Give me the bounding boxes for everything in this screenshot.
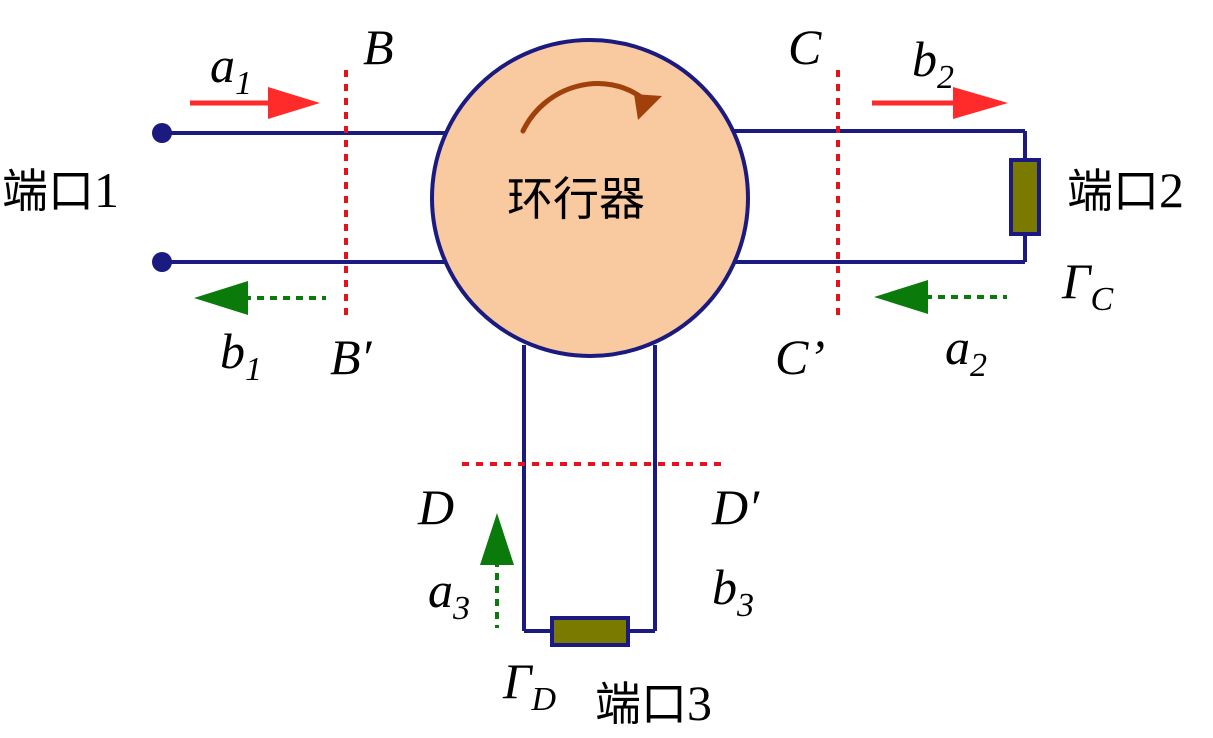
arrow-b1 [194,281,326,315]
wave-a3-label: a3 [428,562,470,627]
wave-a2-label: a2 [945,319,987,384]
port1-bottom-terminal [152,252,172,272]
port3-lines [522,345,657,647]
port3-load-resistor [550,616,630,647]
arrow-a2 [874,280,1007,314]
plane-D-prime-label: D′ [712,479,760,535]
circulation-arrow [520,81,648,134]
port2-lines [733,129,1041,264]
port1-label: 端口1 [2,165,119,215]
port3-number: 3 [687,675,712,731]
circulator-body [430,38,750,358]
port3-prefix: 端口 [595,677,687,731]
arrow-b2 [872,87,1008,119]
wave-b1-label: b1 [220,323,262,388]
port3-label: 端口3 [595,678,712,728]
plane-C-label: C [788,19,822,75]
wave-b2-label: b2 [912,31,954,96]
port2-load-resistor [1009,158,1041,236]
plane-C-prime-label: C’ [775,329,825,385]
port2-number: 2 [1159,162,1184,218]
port1-lines [152,123,450,272]
circulator-label: 环行器 [507,172,645,226]
port1-top-terminal [152,123,172,143]
gamma-c-label: ΓC [1062,253,1114,318]
port1-number: 1 [94,162,119,218]
port1-prefix: 端口 [2,164,94,218]
wave-a1-label: a1 [210,37,252,102]
plane-B-label: B [363,19,394,75]
plane-D-label: D [418,479,455,535]
arrow-a3 [480,513,514,628]
circulation-arrow-head [634,94,662,120]
port2-prefix: 端口 [1067,164,1159,218]
wave-b3-label: b3 [712,559,754,624]
port2-label: 端口2 [1067,165,1184,215]
gamma-d-label: ΓD [503,653,557,718]
plane-B-prime-label: B′ [330,329,372,385]
arrow-a1 [190,87,320,119]
